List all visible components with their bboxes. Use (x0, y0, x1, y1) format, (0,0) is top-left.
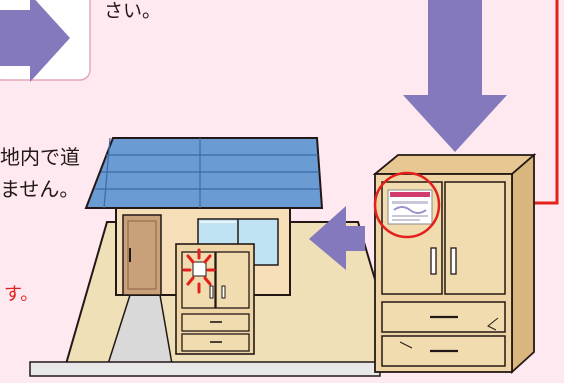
base-strip (30, 362, 380, 376)
left-text-line2: ません。 (0, 179, 79, 199)
house-door (123, 215, 161, 295)
top-text-fragment: さい。 (104, 2, 161, 21)
left-text-line1: 地内で道 (0, 147, 80, 167)
small-cabinet (176, 244, 254, 354)
notice-sticker (388, 190, 432, 224)
bottom-text-fragment: す。 (4, 286, 38, 304)
down-arrow (403, 0, 507, 152)
house-roof (86, 138, 322, 208)
large-cabinet (375, 155, 534, 372)
